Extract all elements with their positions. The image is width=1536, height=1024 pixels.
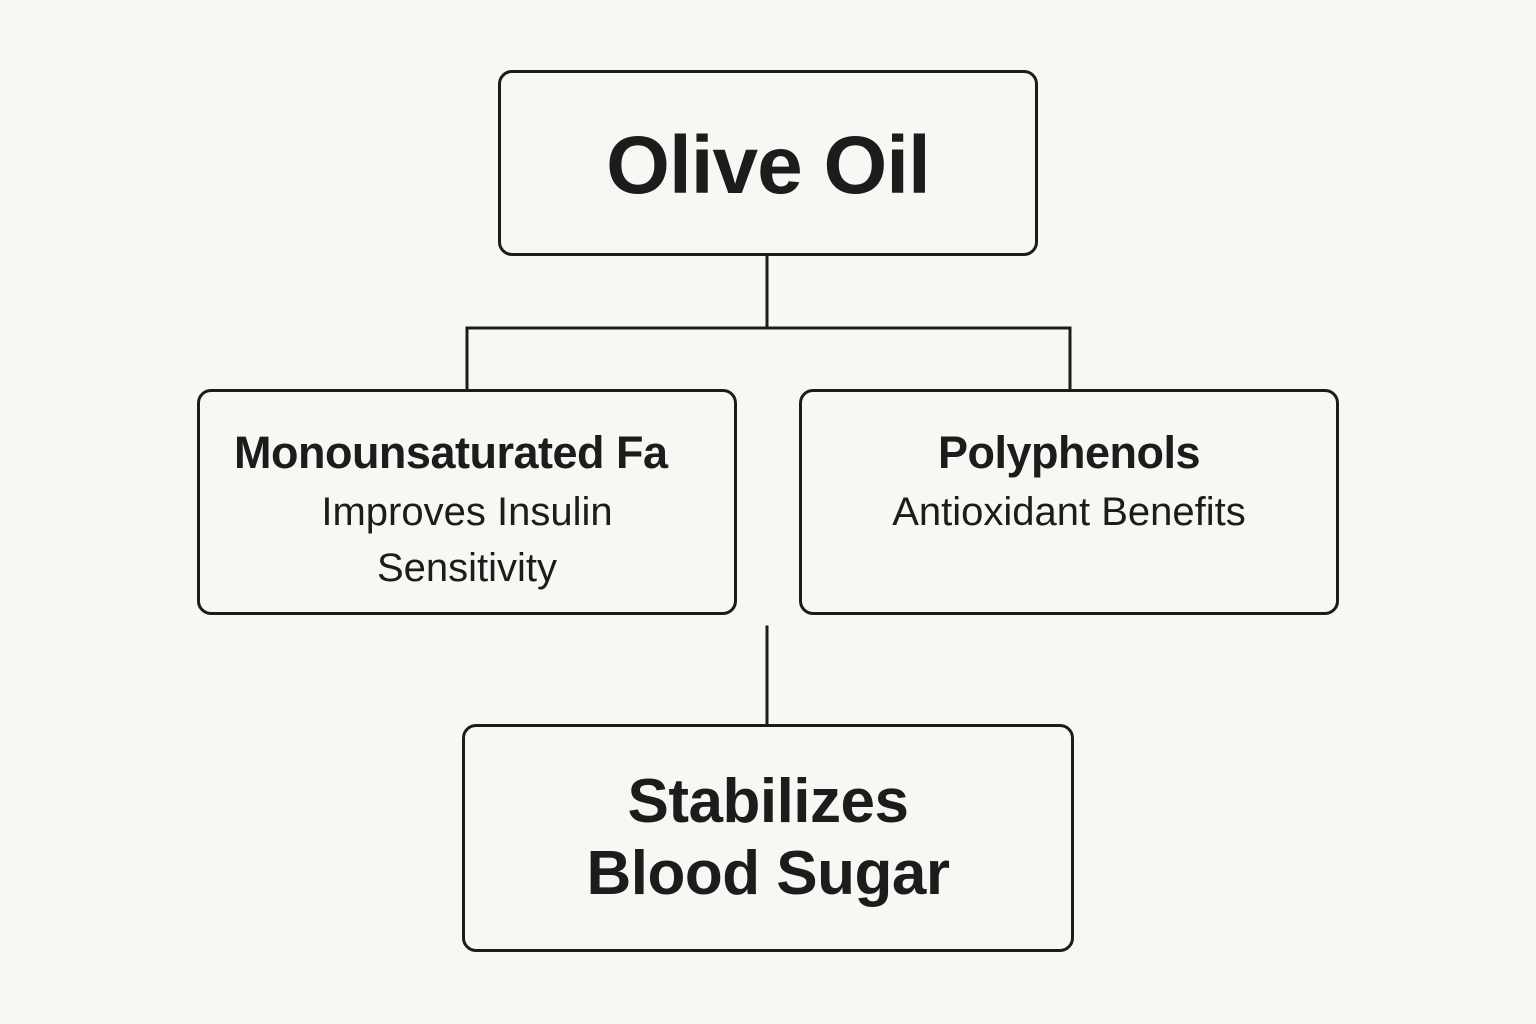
root-node-label: Olive Oil — [606, 120, 931, 211]
outcome-node-label: Stabilizes Blood Sugar — [586, 767, 950, 908]
child-node-heading: Monounsaturated Fa — [234, 427, 668, 478]
child-node-description: Antioxidant Benefits — [892, 490, 1246, 534]
child-node-polyphenols: Polyphenols Antioxidant Benefits — [799, 389, 1339, 615]
outcome-node-blood-sugar: Stabilizes Blood Sugar — [462, 724, 1074, 952]
root-node-olive-oil: Olive Oil — [498, 70, 1038, 256]
child-node-monounsaturated: Monounsaturated Fa Improves Insulin Sens… — [197, 389, 737, 615]
child-node-description: Improves Insulin Sensitivity — [321, 490, 613, 590]
child-node-heading: Polyphenols — [937, 427, 1201, 478]
